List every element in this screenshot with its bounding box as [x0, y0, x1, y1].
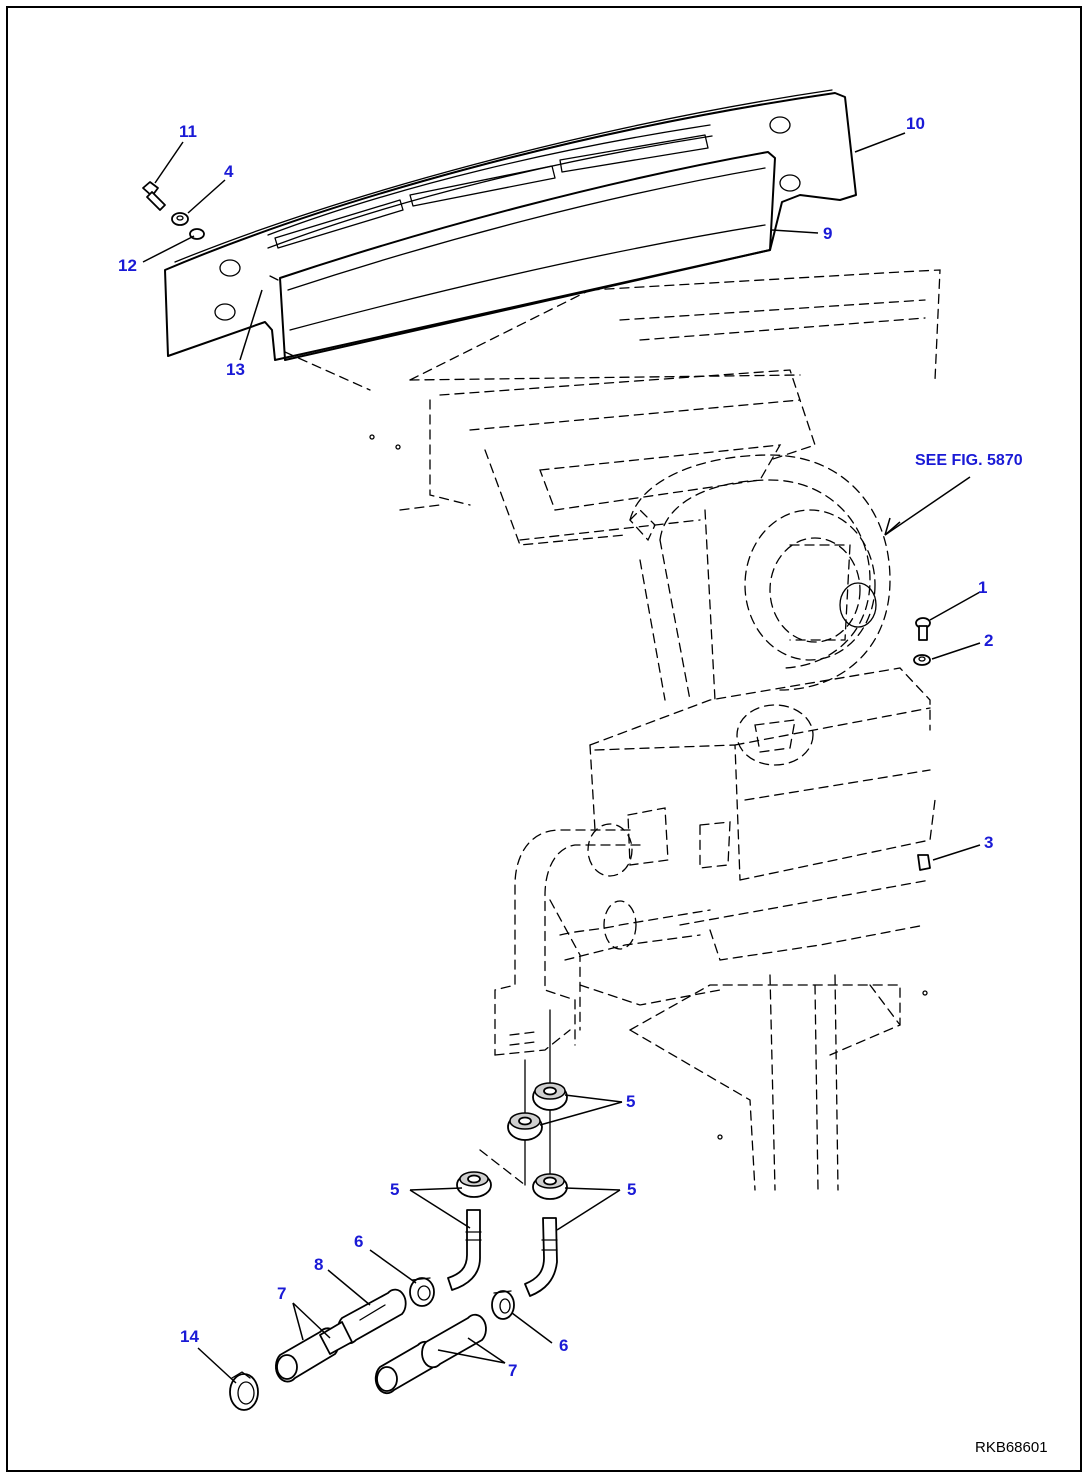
blower-unit	[629, 454, 891, 701]
callout-3: 3	[984, 833, 994, 852]
duct-housing	[284, 269, 941, 546]
callout-11: 11	[179, 122, 197, 141]
callout-5-left: 5	[390, 1180, 400, 1199]
washer-part-2	[913, 654, 931, 666]
heater-hoses	[494, 823, 721, 1056]
heater-box	[589, 667, 936, 961]
callout-7-left: 7	[277, 1284, 287, 1303]
callout-8: 8	[314, 1255, 324, 1274]
callout-6-right: 6	[559, 1336, 569, 1355]
drawing-code: RKB68601	[975, 1439, 1048, 1456]
clamp-parts-6	[409, 1277, 515, 1320]
callout-13: 13	[226, 360, 245, 379]
callout-9: 9	[823, 224, 833, 243]
callout-1: 1	[978, 578, 988, 597]
callout-7-right: 7	[508, 1361, 518, 1380]
callout-14: 14	[180, 1327, 199, 1346]
bolt-part-1	[915, 617, 931, 641]
callout-10: 10	[906, 114, 925, 133]
filter-part-9	[269, 151, 776, 361]
bolt-part-11	[142, 181, 166, 211]
grommet-parts-5	[456, 1082, 568, 1200]
hose-parts-7-8	[275, 1288, 487, 1395]
see-fig-reference: SEE FIG. 5870	[915, 452, 1023, 469]
callout-4: 4	[224, 162, 234, 181]
nut-part-3	[917, 854, 931, 871]
callout-2: 2	[984, 631, 994, 650]
callout-12: 12	[118, 256, 137, 275]
callout-5-upper: 5	[626, 1092, 636, 1111]
callout-5-right: 5	[627, 1180, 637, 1199]
elbow-pipes	[447, 1209, 558, 1297]
hose-band-part-14	[229, 1371, 259, 1411]
cover-part-10	[164, 89, 857, 361]
leader-lines	[142, 132, 981, 1384]
callout-6-left: 6	[354, 1232, 364, 1251]
drawing-frame	[6, 6, 1082, 1472]
nut-part-4	[171, 212, 189, 226]
frame-structure	[629, 974, 928, 1191]
